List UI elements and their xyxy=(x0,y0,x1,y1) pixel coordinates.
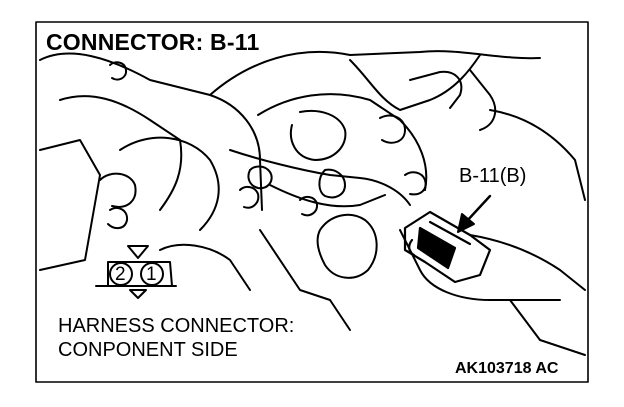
harness-label-line1: HARNESS CONNECTOR: xyxy=(58,315,295,337)
figure-border xyxy=(35,21,589,383)
arrow-icon xyxy=(457,194,492,233)
harness-label-line2: CONPONENT SIDE xyxy=(58,339,238,361)
pin-number: 1 xyxy=(146,264,157,285)
pin-number: 2 xyxy=(115,264,126,285)
connector-face-icon xyxy=(95,245,177,299)
connector-b11-drawing xyxy=(403,210,492,284)
figure-code: AK103718 AC xyxy=(455,360,559,377)
figure-title: CONNECTOR: B-11 xyxy=(46,29,260,55)
connector-callout-label: B-11(B) xyxy=(459,165,527,187)
engine-block-drawing xyxy=(39,50,586,356)
